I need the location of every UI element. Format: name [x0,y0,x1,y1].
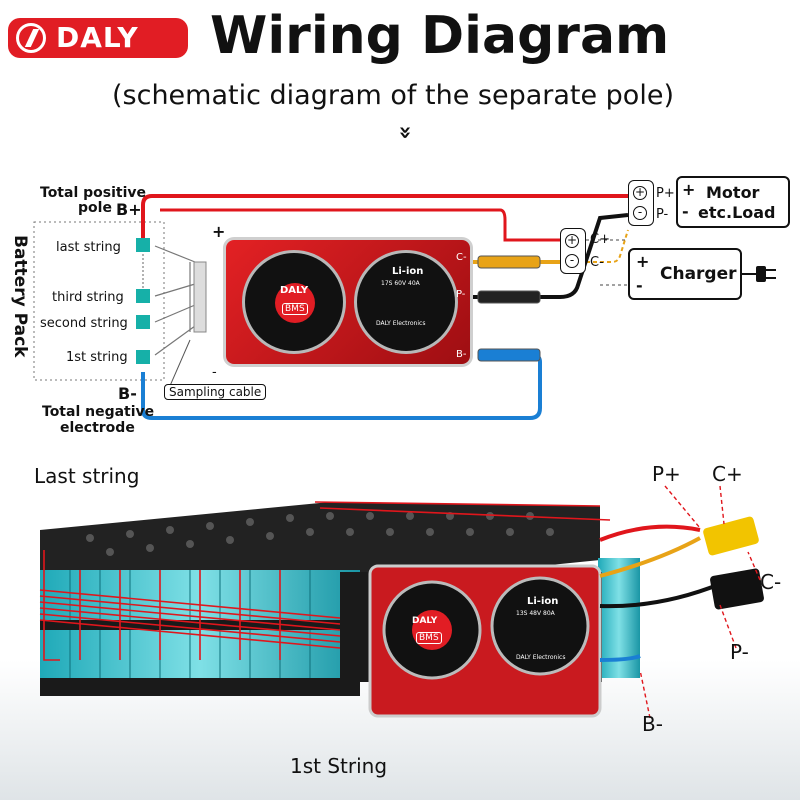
cell-last-string [136,238,150,252]
string-label-second: second string [40,316,128,331]
cell-first-string [136,350,150,364]
charger-box: + - Charger [628,248,742,300]
plus-circle-icon: + [633,185,647,200]
port-p-label: P- [456,289,466,300]
b-plus-label: B+ [116,200,142,219]
cell-third-string [136,289,150,303]
pole-label: pole [78,200,112,216]
load-junction: + - [628,180,654,226]
photo-p-minus-label: P- [730,640,749,664]
charge-junction: + - [560,228,586,274]
page-subtitle: (schematic diagram of the separate pole) [112,80,674,111]
photo-bms-word: BMS [416,632,442,644]
p-minus-wire [470,213,629,299]
p-plus-label: P+ [656,186,675,201]
port-b-label: B- [456,349,467,360]
minus-circle-icon: - [565,254,579,268]
fan-icon [354,250,458,354]
schematic-wiring [33,194,629,420]
minus-circle-icon: - [633,206,647,220]
total-negative-label: Total negative [42,404,155,420]
board-minus-label: - [212,365,217,380]
battery-pack-outline [33,221,165,381]
b-plus-wire [141,194,628,240]
motor-label: Motor [706,183,760,202]
photo-b-minus-label: B- [642,712,663,736]
battery-pack-photo [0,485,800,800]
photo-c-plus-label: C+ [712,462,743,486]
c-plus-label: C+ [590,232,610,247]
xt-connector [703,516,759,556]
black-connector [710,568,764,610]
string-label-third: third string [52,290,124,305]
etc-load-label: etc.Load [698,203,776,222]
motor-load-box: + - Motor etc.Load [676,176,790,228]
bms-board-schematic: DALY BMS Li-ion 17S 60V 40A DALY Electro… [226,240,470,364]
fan-icon [490,576,590,676]
daly-logo-icon [16,23,46,53]
photo-bms-spec: 13S 48V 80A [516,610,555,617]
total-positive-label: Total positive [40,185,147,201]
battery-pack-label: Battery Pack [10,235,30,358]
port-c-label: C- [456,252,467,263]
first-string-label: 1st String [290,754,388,778]
plug-icon [742,266,776,282]
p-minus-label: P- [656,207,669,222]
b-minus-label: B- [118,384,137,403]
fan-icon: DALY BMS [242,250,346,354]
photo-c-minus-label: C- [760,570,782,594]
photo-bms-brand: DALY [412,616,438,626]
charger-label: Charger [660,264,737,284]
plus-circle-icon: + [565,233,579,248]
string-label-last: last string [56,240,121,255]
daly-logo: DALY [8,18,188,58]
page-title: Wiring Diagram [210,6,670,66]
sampling-cable-label: Sampling cable [164,384,267,400]
photo-p-plus-label: P+ [652,462,681,486]
cell-second-string [136,315,150,329]
c-minus-label: C- [590,255,604,270]
electrode-label: electrode [60,420,135,436]
photo-bms-chemistry: Li-ion [527,596,559,607]
string-label-first: 1st string [66,350,128,365]
photo-bms-maker: DALY Electronics [516,654,566,661]
last-string-label: Last string [34,464,140,488]
c-plus-wire [160,208,560,242]
logo-text: DALY [56,21,139,54]
board-plus-label: + [212,222,226,241]
